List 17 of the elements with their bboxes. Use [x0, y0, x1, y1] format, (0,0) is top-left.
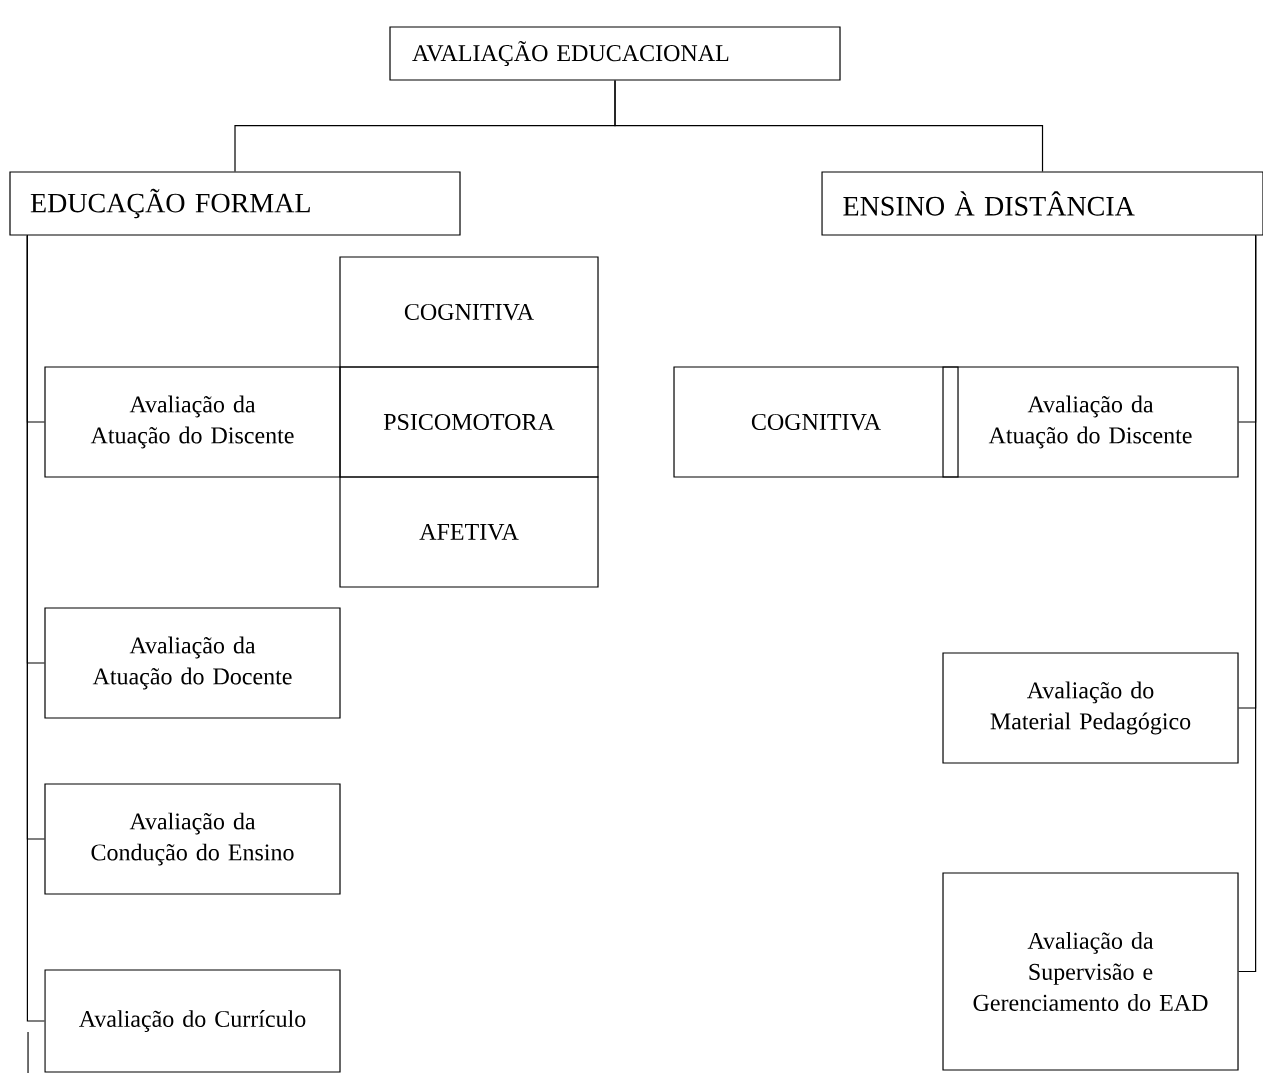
process-box: PSICOMOTORA	[339, 366, 599, 478]
process-box: COGNITIVA	[673, 366, 959, 478]
connector-line	[26, 235, 45, 1022]
process-box: Avaliação do Material Pedagógico	[942, 652, 1239, 764]
process-box: AFETIVA	[339, 476, 599, 588]
process-box: Avaliação da Atuação do Discente	[44, 366, 341, 478]
process-box: Avaliação da Atuação do Discente	[942, 366, 1239, 478]
process-box: Avaliação da Supervisão e Gerenciamento do EAD	[942, 872, 1239, 1071]
category-box: EDUCAÇÃO FORMAL	[9, 171, 461, 236]
process-box: Avaliação da Condução do Ensino	[44, 783, 341, 895]
title-box: AVALIAÇÃO EDUCACIONAL	[389, 26, 841, 81]
category-box: ENSINO À DISTÂNCIA	[821, 171, 1263, 236]
process-box: Avaliação da Atuação do Docente	[44, 607, 341, 719]
process-box: Avaliação do Currículo	[44, 969, 341, 1073]
connector-line	[1238, 235, 1257, 973]
process-box: COGNITIVA	[339, 256, 599, 368]
connector-line	[614, 80, 1044, 172]
